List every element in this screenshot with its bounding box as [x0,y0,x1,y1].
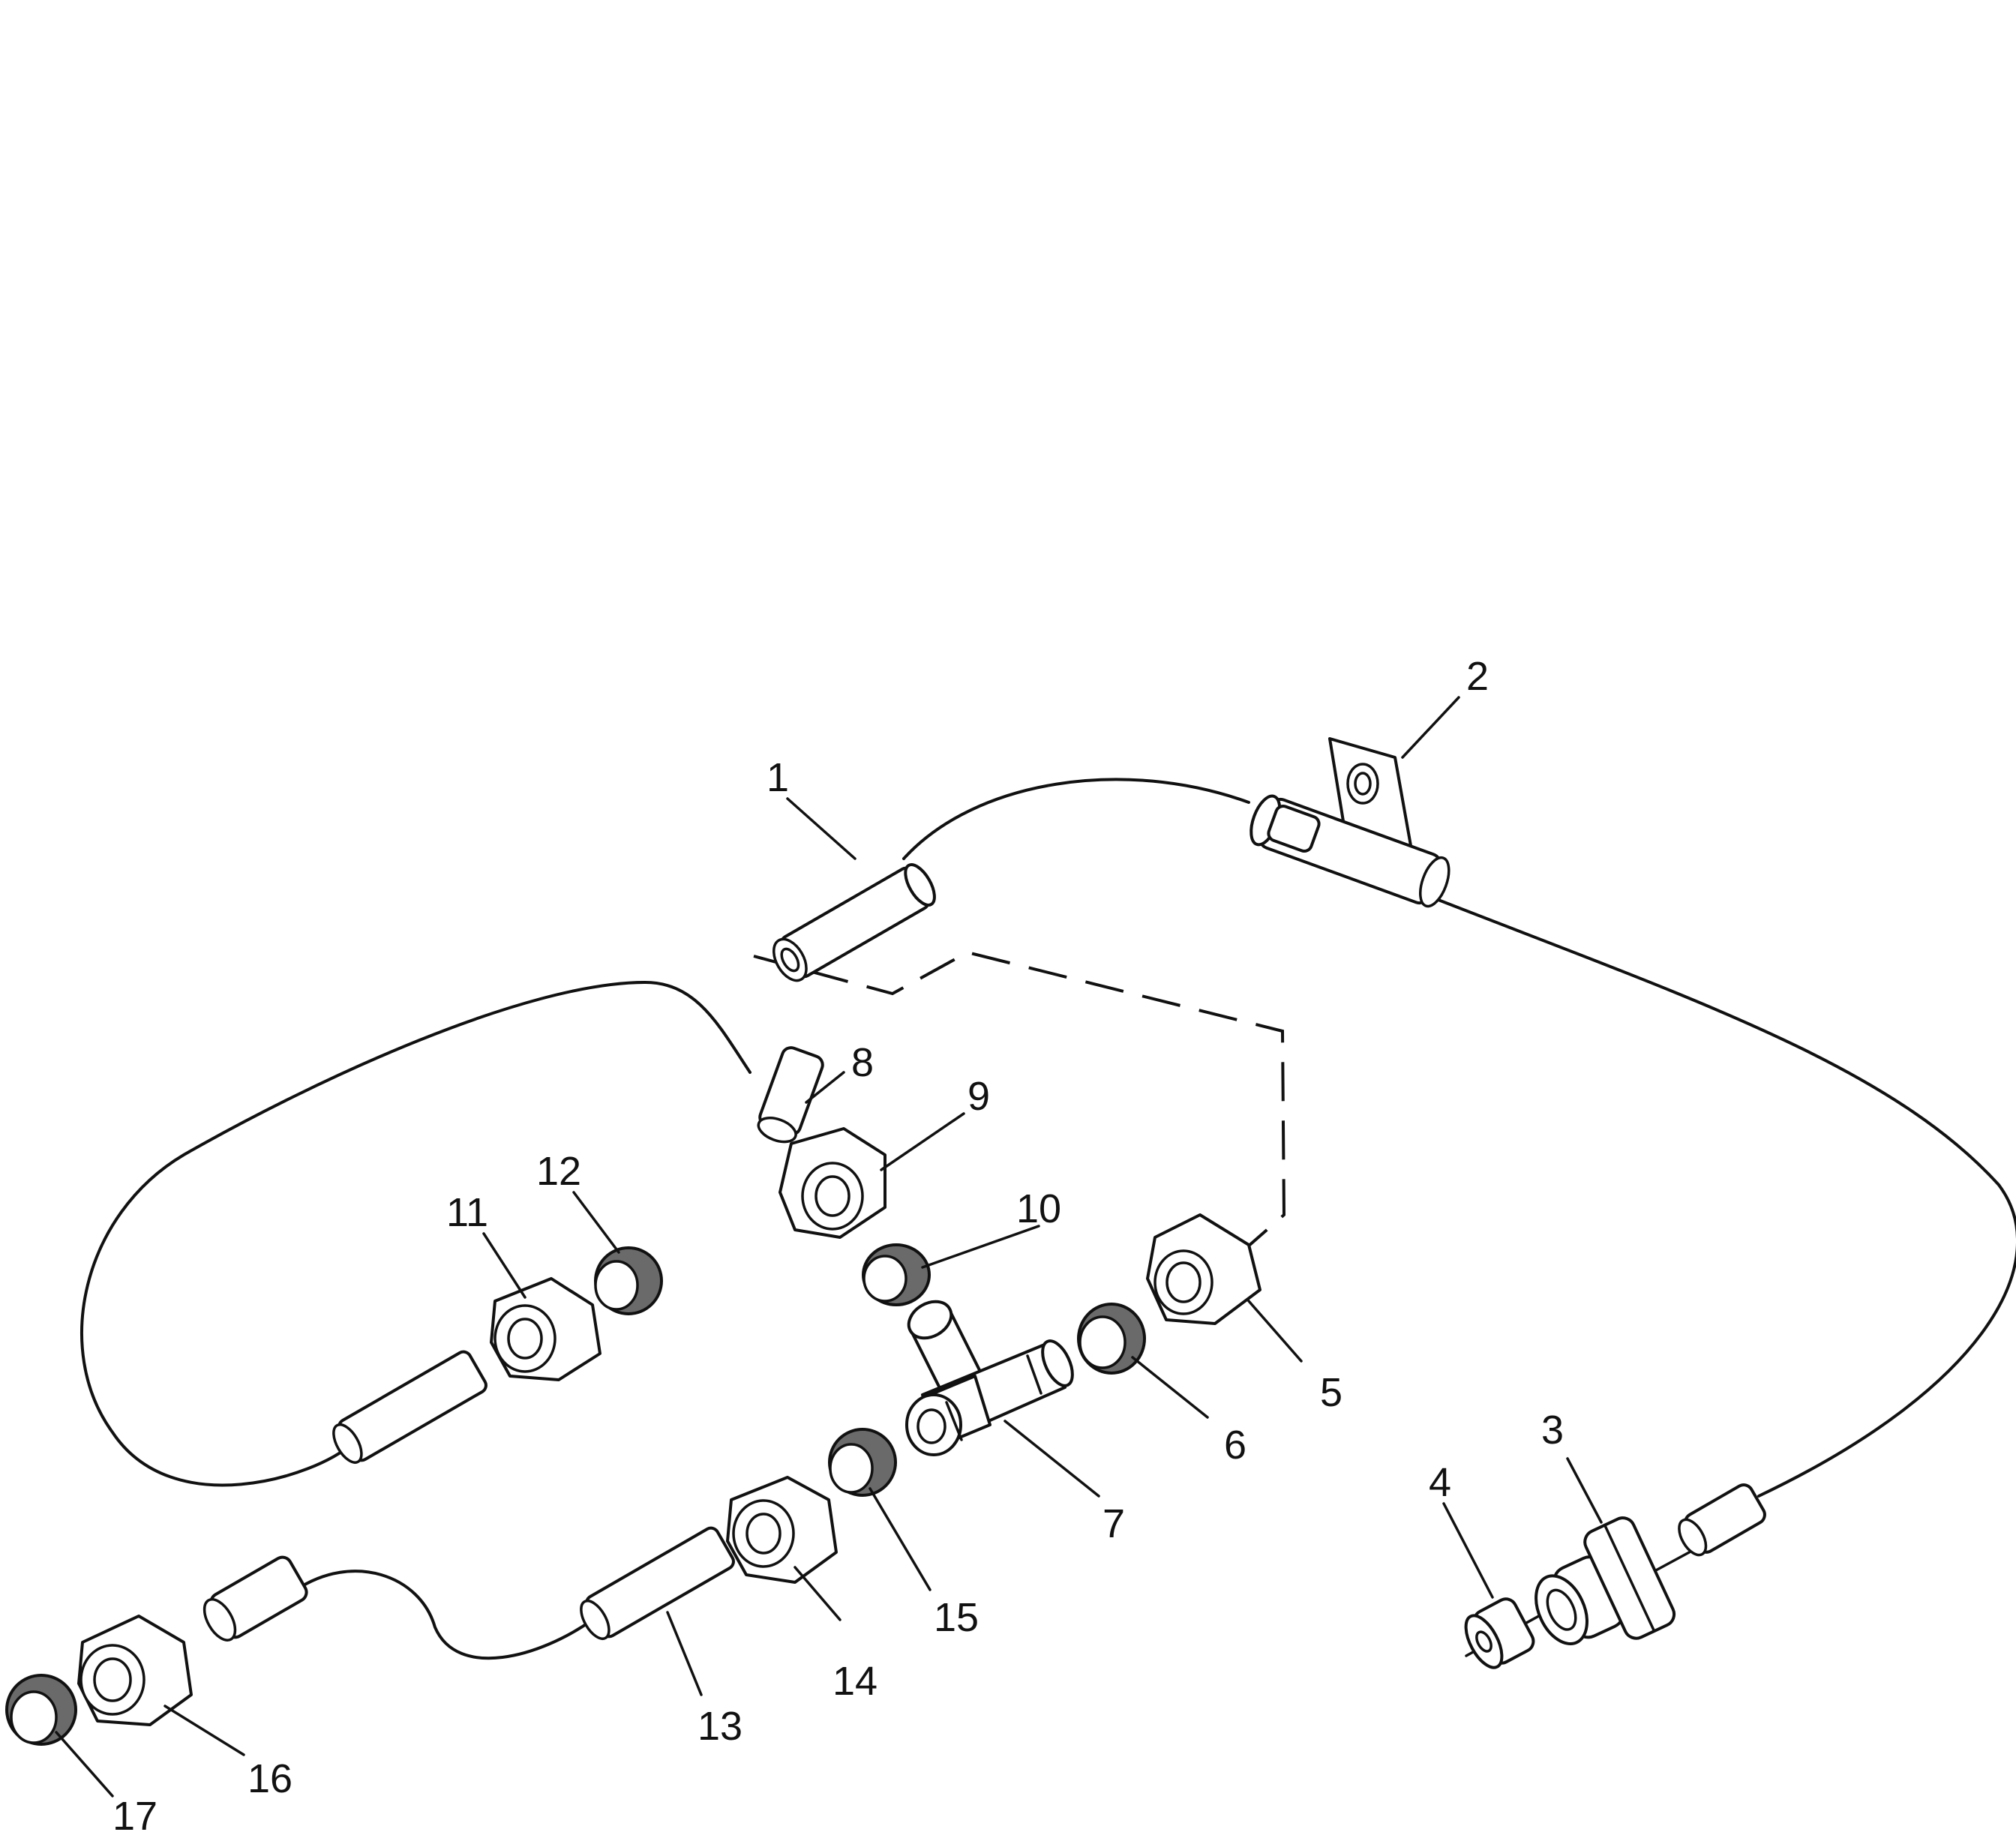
callout-4: 4 [1429,1460,1451,1505]
leader-lines [55,696,1603,1798]
callout-15: 15 [934,1595,979,1640]
callout-5: 5 [1320,1370,1342,1415]
flare-nut-14 [726,1476,838,1584]
flare-nut-11 [490,1277,602,1381]
callout-6: 6 [1224,1423,1246,1468]
callout-16: 16 [248,1756,292,1801]
bulkhead-union-3 [1534,1516,1676,1646]
tube-end-lower-left [202,1555,308,1642]
callout-14: 14 [832,1659,878,1704]
brake-line-right [1427,895,2016,1498]
routing-dashed-line [753,950,1286,1254]
callout-1: 1 [766,755,789,800]
tee-fitting-7 [905,1300,1074,1456]
tube-13 [580,1526,735,1640]
callout-13: 13 [698,1704,742,1749]
callout-12: 12 [536,1149,581,1194]
sleeve-4 [1464,1597,1535,1669]
flare-nut-5 [1146,1213,1262,1325]
callout-labels: 1 2 3 4 5 6 7 8 9 10 11 12 13 14 15 16 1… [112,654,1564,1835]
callout-17: 17 [112,1794,158,1835]
brake-line-upper [902,778,1250,860]
callout-3: 3 [1541,1408,1564,1453]
callout-9: 9 [968,1074,990,1119]
tube-end-left [332,1350,488,1464]
olive-sleeve-10 [862,1243,931,1306]
callout-2: 2 [1466,654,1489,699]
olive-sleeve-6 [1077,1303,1146,1375]
callout-11: 11 [446,1190,488,1235]
tube-fitting-8 [757,1046,824,1144]
flare-nut-9 [778,1127,886,1239]
olive-sleeve-12 [594,1246,663,1315]
mounting-clip-2 [1250,737,1450,908]
olive-sleeve-17 [5,1674,77,1746]
brake-line-lower [295,1570,594,1660]
olive-sleeve-15 [828,1428,897,1497]
tube-end-3 [1678,1483,1766,1557]
callout-8: 8 [851,1040,874,1085]
callout-7: 7 [1102,1501,1125,1546]
flare-nut-16 [77,1615,193,1726]
brake-line-left-loop [80,981,752,1487]
callout-10: 10 [1016,1186,1061,1231]
tube-fitting-1 [772,863,936,982]
